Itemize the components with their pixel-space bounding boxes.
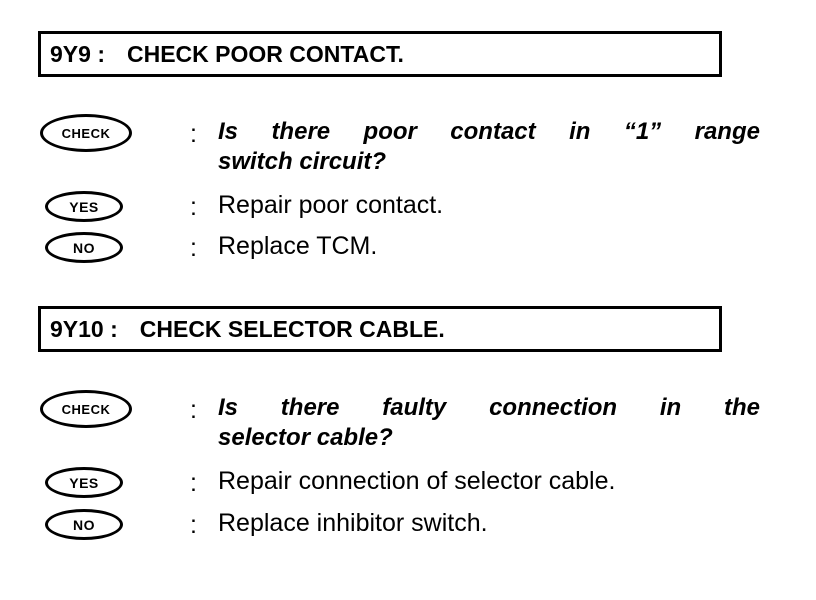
step-code: 9Y9 : bbox=[50, 40, 105, 67]
answer-row-yes-9Y10: YES : Repair connection of selector cabl… bbox=[38, 467, 738, 505]
check-question-line-2: selector cable? bbox=[218, 424, 393, 451]
check-question: Is there faulty connection in the select… bbox=[218, 393, 760, 453]
step-header-inner: 9Y9 : CHECK POOR CONTACT. bbox=[41, 34, 719, 74]
check-separator: : bbox=[190, 120, 197, 148]
no-badge: NO bbox=[45, 232, 123, 263]
question-word: Is bbox=[218, 118, 239, 145]
question-word: in bbox=[569, 118, 591, 145]
no-badge: NO bbox=[45, 509, 123, 540]
answer-row-no-9Y10: NO : Replace inhibitor switch. bbox=[38, 509, 738, 547]
question-word: poor bbox=[363, 118, 417, 145]
question-word: there bbox=[280, 394, 340, 421]
check-badge: CHECK bbox=[40, 114, 132, 152]
yes-separator: : bbox=[190, 469, 197, 497]
check-question: Is there poor contact in “1” range switc… bbox=[218, 117, 760, 177]
question-word: contact bbox=[450, 118, 536, 145]
step-header-box-9Y10: 9Y10 : CHECK SELECTOR CABLE. bbox=[38, 306, 722, 352]
check-badge: CHECK bbox=[40, 390, 132, 428]
step-header-inner: 9Y10 : CHECK SELECTOR CABLE. bbox=[41, 309, 719, 349]
step-title: CHECK SELECTOR CABLE. bbox=[139, 315, 445, 342]
yes-action-text: Repair poor contact. bbox=[218, 191, 444, 219]
check-separator: : bbox=[190, 396, 197, 424]
check-row-9Y9: CHECK : Is there poor contact in “1” ran… bbox=[38, 114, 760, 180]
question-word: in bbox=[659, 394, 682, 421]
question-word: the bbox=[723, 394, 760, 421]
answer-row-no-9Y9: NO : Replace TCM. bbox=[38, 232, 738, 270]
check-row-9Y10: CHECK : Is there faulty connection in th… bbox=[38, 390, 760, 456]
no-action-text: Replace inhibitor switch. bbox=[218, 509, 488, 537]
check-question-line-2: switch circuit? bbox=[218, 148, 387, 175]
yes-separator: : bbox=[190, 193, 197, 221]
question-word: range bbox=[694, 118, 760, 145]
question-word: “1” bbox=[623, 118, 662, 145]
question-word: connection bbox=[489, 394, 618, 421]
yes-badge: YES bbox=[45, 467, 123, 498]
step-code: 9Y10 : bbox=[50, 315, 118, 342]
question-word: faulty bbox=[382, 394, 447, 421]
yes-action-text: Repair connection of selector cable. bbox=[218, 467, 616, 495]
no-separator: : bbox=[190, 511, 197, 539]
check-question-line-1: Is there faulty connection in the bbox=[218, 393, 760, 423]
step-header-box-9Y9: 9Y9 : CHECK POOR CONTACT. bbox=[38, 31, 722, 77]
check-question-line-1: Is there poor contact in “1” range bbox=[218, 117, 760, 147]
yes-badge: YES bbox=[45, 191, 123, 222]
step-title: CHECK POOR CONTACT. bbox=[126, 40, 404, 67]
question-word: Is bbox=[218, 394, 239, 421]
no-separator: : bbox=[190, 234, 197, 262]
question-word: there bbox=[271, 118, 331, 145]
answer-row-yes-9Y9: YES : Repair poor contact. bbox=[38, 191, 738, 229]
no-action-text: Replace TCM. bbox=[218, 232, 378, 260]
